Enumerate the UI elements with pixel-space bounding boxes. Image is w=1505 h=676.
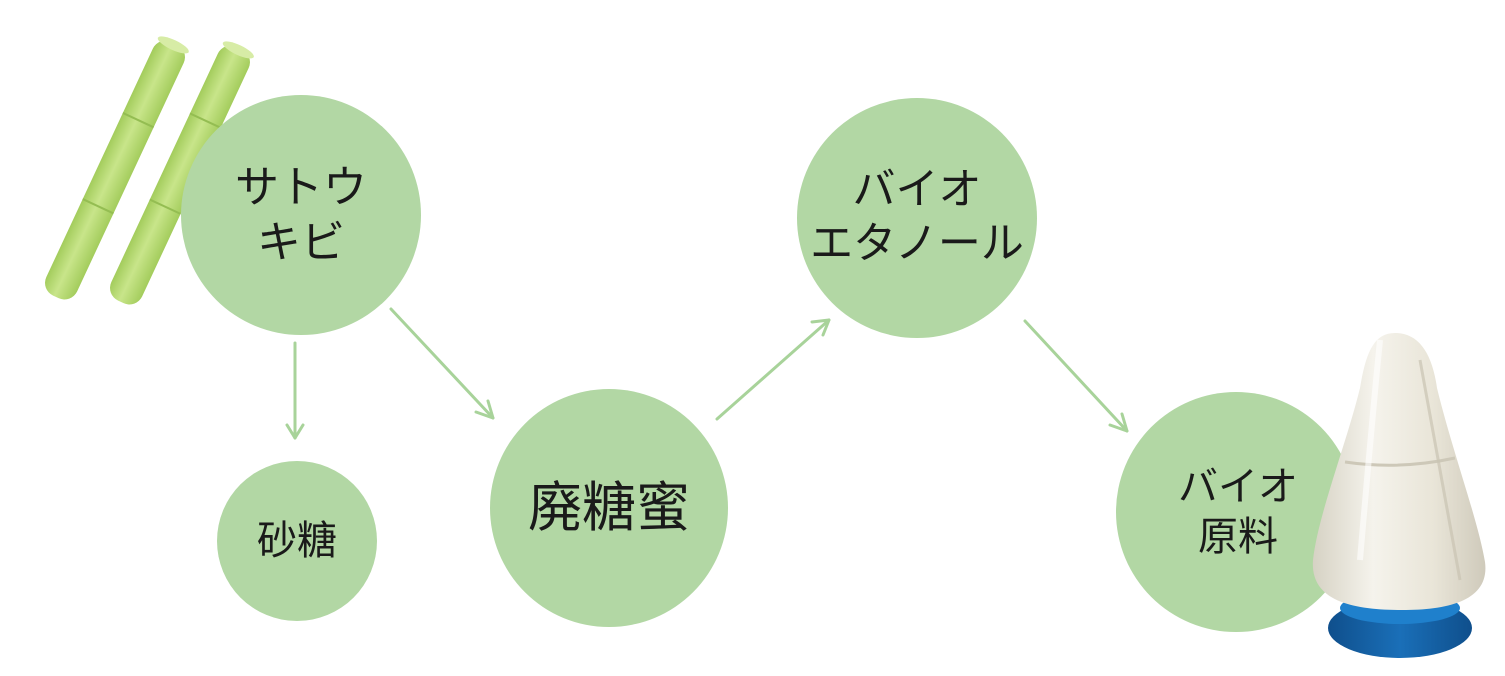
sugarcane-label-line1: サトウ	[235, 160, 367, 215]
bioethanol-label: バイオ エタノール	[810, 164, 1024, 272]
bio-material-node: バイオ 原料	[1116, 392, 1356, 632]
bioethanol-label-line2: エタノール	[810, 218, 1024, 272]
bioethanol-node: バイオ エタノール	[797, 98, 1037, 338]
sugarcane-node: サトウ キビ	[181, 95, 421, 335]
arrow-bioethanol-to-bio-material	[1025, 321, 1127, 431]
sugar-node: 砂糖	[217, 461, 377, 621]
molasses-label-line1: 廃糖蜜	[528, 474, 690, 542]
arrow-sugarcane-to-molasses	[391, 309, 493, 418]
bio-material-label-line1: バイオ	[1178, 462, 1298, 512]
sugarcane-label-line2: キビ	[235, 215, 367, 270]
bio-material-label: バイオ 原料	[1178, 462, 1298, 562]
sugar-label: 砂糖	[257, 516, 337, 566]
bio-material-label-line2: 原料	[1178, 512, 1298, 562]
arrow-molasses-to-bioethanol	[717, 320, 829, 419]
sugar-label-line1: 砂糖	[257, 516, 337, 566]
bioethanol-label-line1: バイオ	[810, 164, 1024, 218]
molasses-node: 廃糖蜜	[490, 389, 728, 627]
sugarcane-label: サトウ キビ	[235, 160, 367, 270]
arrow-sugarcane-to-sugar	[287, 343, 303, 438]
molasses-label: 廃糖蜜	[528, 474, 690, 542]
